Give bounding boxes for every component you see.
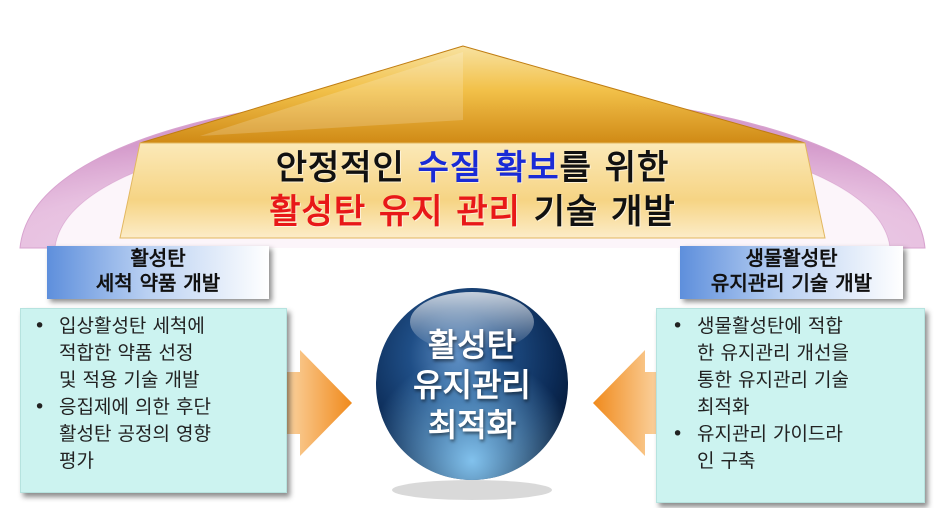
left-header-line-2: 세척 약품 개발: [95, 271, 221, 295]
right-bullet-item: • 유지관리 가이드라 인 구축: [666, 421, 921, 475]
bullet-marker: •: [34, 396, 46, 418]
left-bullet-item: • 응집제에 의한 후단 활성탄 공정의 영향 평가: [28, 394, 283, 475]
bullet-marker: •: [672, 315, 684, 337]
title-highlight-maintenance: 활성탄 유지 관리: [269, 192, 521, 232]
right-arrow-shape: [593, 350, 671, 456]
left-bullet-item: • 입상활성탄 세척에 적합한 약품 선정 및 적용 기술 개발: [28, 313, 283, 394]
left-header: 활성탄 세척 약품 개발: [47, 246, 269, 299]
title-highlight-water: 수질: [417, 148, 483, 188]
right-header-line-2: 유지관리 기술 개발: [710, 271, 873, 295]
bullet-line: 인 구축: [697, 450, 756, 472]
center-label: 활성탄 유지관리 최적화: [382, 325, 562, 445]
bullet-line: 평가: [59, 450, 94, 472]
right-header-line-1: 생물활성탄: [745, 246, 838, 270]
title-base: [119, 142, 826, 239]
sphere-highlight: [410, 292, 534, 352]
bullet-marker: •: [672, 423, 684, 445]
center-label-line-1: 활성탄: [427, 326, 517, 364]
bullet-line: 통한 유지관리 기술: [697, 369, 849, 391]
bullet-line: 활성탄 공정의 영향: [59, 423, 211, 445]
roof-shine: [200, 52, 463, 136]
bullet-line: 입상활성탄 세척에: [59, 315, 205, 337]
bullet-line: 및 적용 기술 개발: [59, 369, 200, 391]
right-bullet-list: • 생물활성탄에 적합 한 유지관리 개선을 통한 유지관리 기술 최적화 • …: [666, 313, 921, 475]
bullet-marker: •: [34, 315, 46, 337]
bullet-line: 적합한 약품 선정: [59, 342, 194, 364]
title-line-2: 활성탄 유지 관리 기술 개발: [150, 184, 795, 233]
right-bullet-item: • 생물활성탄에 적합 한 유지관리 개선을 통한 유지관리 기술 최적화: [666, 313, 921, 421]
left-arrow-shape: [274, 350, 352, 456]
title-highlight-secure: 확보: [495, 148, 560, 188]
title-line-1-post: 를 위한: [559, 148, 670, 188]
title-line-1-pre: 안정적인: [275, 148, 418, 188]
right-header: 생물활성탄 유지관리 기술 개발: [680, 246, 903, 299]
sphere-shadow: [392, 480, 552, 500]
left-header-line-1: 활성탄: [130, 246, 186, 270]
center-label-line-2: 유지관리: [413, 366, 531, 404]
right-panel: [656, 308, 925, 503]
title-line-1: 안정적인 수질 확보를 위한: [150, 140, 795, 189]
left-panel: [20, 308, 287, 493]
title-line-2-post: 기술 개발: [520, 192, 676, 232]
bullet-line: 유지관리 가이드라: [697, 423, 843, 445]
bullet-line: 최적화: [697, 396, 750, 418]
bullet-line: 응집제에 의한 후단: [59, 396, 211, 418]
title-line-1-space: [482, 148, 495, 188]
bullet-line: 한 유지관리 개선을: [697, 342, 849, 364]
center-label-line-3: 최적화: [427, 406, 517, 444]
bullet-line: 생물활성탄에 적합: [697, 315, 843, 337]
left-bullet-list: • 입상활성탄 세척에 적합한 약품 선정 및 적용 기술 개발 • 응집제에 …: [28, 313, 283, 475]
